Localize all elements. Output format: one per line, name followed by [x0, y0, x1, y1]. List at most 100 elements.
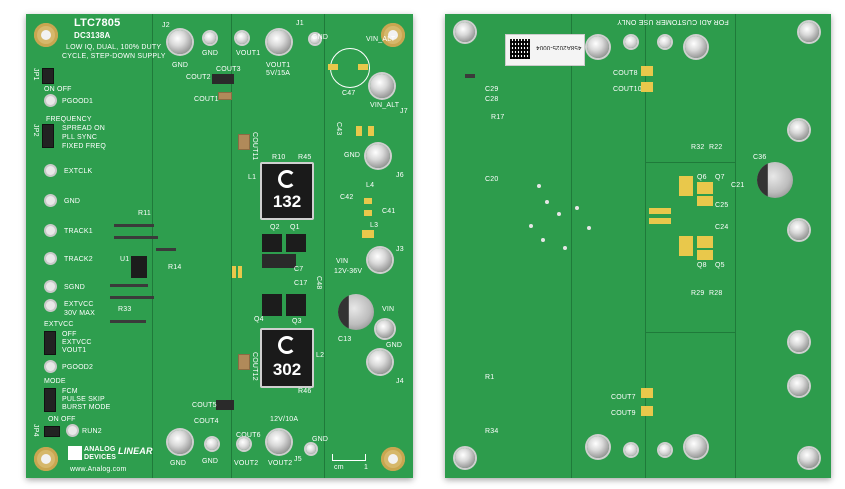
testpoint-track1[interactable] [46, 226, 55, 235]
label-off: OFF [62, 331, 77, 338]
via [537, 184, 541, 188]
terminal-post-vin[interactable] [368, 248, 392, 272]
jumper-jp1[interactable] [42, 68, 54, 84]
terminal-post-small[interactable] [306, 444, 316, 454]
mounting-hole [381, 23, 405, 47]
terminal-post [789, 332, 809, 352]
testpoint-pgood2[interactable] [46, 362, 55, 371]
solder-pad [328, 64, 338, 70]
via [541, 238, 545, 242]
inductor-marking-icon [278, 336, 296, 354]
terminal-post-small [659, 444, 671, 456]
smd-component [465, 74, 475, 78]
terminal-post-j4[interactable] [368, 350, 392, 374]
label-c48: C48 [315, 276, 322, 290]
label-q8: Q8 [697, 262, 707, 269]
label-c25: C25 [715, 202, 729, 209]
label-r17: R17 [491, 114, 505, 121]
standoff-post [799, 448, 819, 468]
jumper-extvcc[interactable] [44, 331, 56, 355]
label-q3: Q3 [292, 318, 302, 325]
board-description: LOW IQ, DUAL, 100% DUTY [66, 44, 162, 51]
label-gnd-mid: GND [386, 342, 403, 349]
terminal-post-small[interactable] [238, 438, 250, 450]
label-c24: C24 [715, 224, 729, 231]
label-r46: R46 [298, 388, 312, 395]
terminal-post-small[interactable] [204, 32, 216, 44]
terminal-post-gnd[interactable] [366, 144, 390, 168]
terminal-post-j1[interactable] [267, 30, 291, 54]
label-cout12: COUT12 [251, 352, 258, 381]
label-j2: J2 [162, 22, 170, 29]
solder-pad [356, 126, 362, 136]
label-r28: R28 [709, 290, 723, 297]
label-c17: C17 [294, 280, 308, 287]
label-j6: J6 [396, 172, 404, 179]
label-gnd-bottom: GND [312, 436, 329, 443]
testpoint-sgnd[interactable] [46, 282, 55, 291]
terminal-post-vin-alt[interactable] [370, 74, 394, 98]
jumper-jp4[interactable] [44, 426, 60, 437]
capacitor-polarity-band [757, 162, 768, 198]
testpoint-track2[interactable] [46, 254, 55, 263]
jumper-mode[interactable] [44, 388, 56, 412]
solder-pad [649, 218, 671, 224]
via [587, 226, 591, 230]
testpoint-extvcc[interactable] [46, 301, 55, 310]
back-header-text: FOR ADI CUSTOMER USE ONLY [617, 18, 729, 25]
label-cout9: COUT9 [611, 410, 636, 417]
label-vin-alt: VIN_ALT [370, 102, 400, 109]
inductor-value: 132 [272, 192, 302, 211]
label-vout1-option: VOUT1 [62, 347, 87, 354]
label-vin-alt-top: VIN_ALT [366, 36, 396, 43]
label-pll-sync: PLL SYNC [62, 134, 98, 141]
label-extvcc-header: EXTVCC [44, 321, 74, 328]
label-run2: RUN2 [82, 428, 102, 435]
label-cout8: COUT8 [613, 70, 638, 77]
terminal-post-j5[interactable] [267, 430, 291, 454]
inductor-l2: 302 [260, 328, 314, 388]
inductor-l1: 132 [260, 162, 314, 220]
solder-pad [679, 236, 693, 256]
terminal-post-small[interactable] [236, 32, 248, 44]
electrolytic-capacitor-c13 [338, 294, 374, 330]
board-trace [571, 14, 572, 478]
terminal-post-small[interactable] [206, 438, 218, 450]
label-j3: J3 [396, 246, 404, 253]
label-r11: R11 [138, 210, 151, 217]
terminal-post[interactable] [376, 320, 394, 338]
testpoint-extclk[interactable] [46, 166, 55, 175]
label-cout3: COUT3 [216, 66, 241, 73]
capacitor-polarity-band [338, 294, 349, 330]
label-gnd-top-right: GND [312, 34, 329, 41]
via [529, 224, 533, 228]
terminal-post-j2[interactable] [168, 30, 192, 54]
label-extvcc-option: EXTVCC [62, 339, 92, 346]
inductor-value: 302 [272, 360, 302, 379]
solder-pad [679, 176, 693, 196]
terminal-post-gnd-bottom[interactable] [168, 430, 192, 454]
capacitor-cout5 [216, 400, 234, 410]
terminal-post-small [625, 36, 637, 48]
label-spread-on: SPREAD ON [62, 125, 106, 132]
terminal-post-small[interactable] [310, 34, 320, 44]
label-l4: L4 [366, 182, 375, 189]
via [545, 200, 549, 204]
label-c20: C20 [485, 176, 499, 183]
label-cout6: COUT6 [236, 432, 261, 439]
label-vout2: VOUT2 [234, 460, 259, 467]
testpoint-run2[interactable] [68, 426, 77, 435]
jumper-jp2[interactable] [42, 124, 54, 148]
label-q5: Q5 [715, 262, 725, 269]
label-r1: R1 [485, 374, 495, 381]
label-cout1: COUT1 [194, 96, 219, 103]
label-j4: J4 [396, 378, 404, 385]
label-c7: C7 [294, 266, 304, 273]
electrolytic-capacitor-c36 [757, 162, 793, 198]
board-title: LTC7805 [74, 17, 121, 29]
testpoint-gnd[interactable] [46, 196, 55, 205]
board-description: CYCLE, STEP-DOWN SUPPLY [62, 53, 166, 60]
testpoint-pgood1[interactable] [46, 96, 55, 105]
label-sgnd: SGND [64, 284, 86, 291]
label-j1: J1 [296, 20, 304, 27]
